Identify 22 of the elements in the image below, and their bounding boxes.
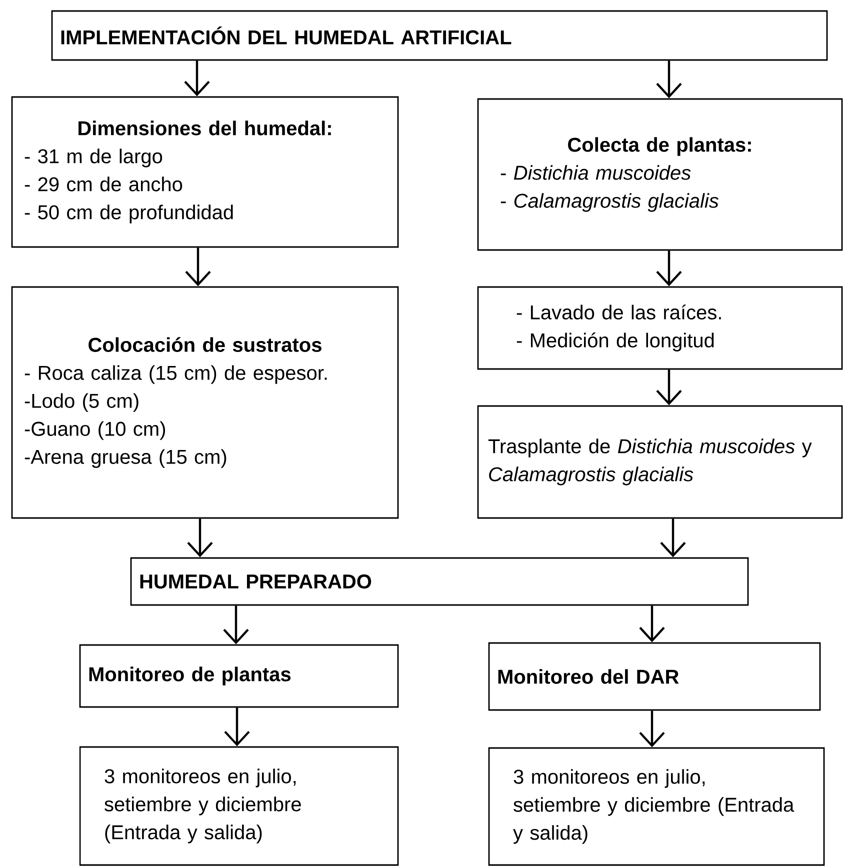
process-box: Monitoreo de plantas [79, 644, 399, 708]
process-box: Colocación de sustratos - Roca caliza (15 cm) de espesor. -Lodo (5 cm) -Guano (10 cm) -Arena gruesa (15 cm) [11, 286, 399, 519]
process-box: Colecta de plantas: - Distichia muscoides - Calamagrostis glacialis [477, 98, 843, 251]
process-box: 3 monitoreos en julio, setiembre y diciembre (Entrada y salida) [79, 746, 399, 866]
arrow [656, 60, 682, 98]
arrow [656, 250, 682, 286]
arrow [184, 60, 210, 96]
process-box: 3 monitoreos en julio, setiembre y diciembre (Entrada y salida) [488, 747, 825, 866]
arrow [639, 710, 665, 748]
arrow [223, 606, 249, 644]
arrow [187, 518, 213, 558]
arrow [639, 606, 665, 642]
arrow [660, 518, 686, 558]
process-box: Dimensiones del humedal: - 31 m de largo - 29 cm de ancho - 50 cm de profundidad [11, 96, 399, 248]
arrow [224, 708, 250, 746]
arrow [185, 248, 211, 286]
heading-box: IMPLEMENTACIÓN DEL HUMEDAL ARTIFICIAL [51, 10, 828, 61]
arrow [656, 370, 682, 406]
process-box: Monitoreo del DAR [488, 642, 821, 711]
process-box: Trasplante de Distichia muscoides y Calamagrostis glacialis [477, 405, 843, 519]
heading-box: HUMEDAL PREPARADO [130, 557, 749, 606]
process-box: - Lavado de las raíces. - Medición de longitud [477, 286, 843, 370]
